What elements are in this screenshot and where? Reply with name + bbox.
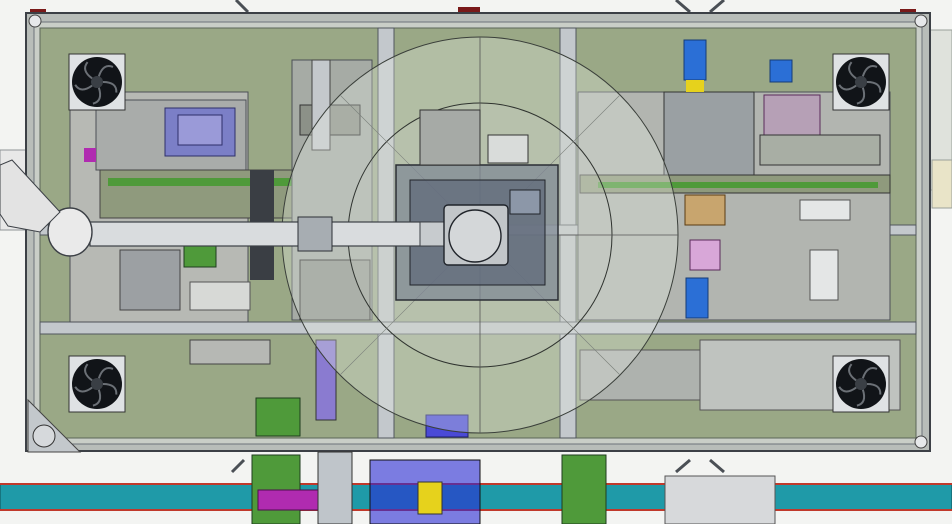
corner-bolt-icon bbox=[914, 435, 928, 449]
fan-icon bbox=[832, 53, 890, 111]
fan-icon bbox=[68, 53, 126, 111]
bottom-clamps bbox=[230, 458, 725, 474]
right-stations bbox=[577, 39, 891, 321]
fan-icon bbox=[832, 355, 890, 413]
corner-bolt-icon bbox=[28, 14, 42, 28]
robot-arm bbox=[0, 159, 509, 266]
robot-arm-icon bbox=[0, 159, 93, 257]
corner-bolt-icon bbox=[32, 424, 56, 448]
corner-bolts bbox=[27, 14, 928, 453]
corner-bolt-icon bbox=[914, 14, 928, 28]
bottom-conveyor bbox=[0, 451, 952, 524]
right-feeder bbox=[931, 159, 952, 209]
top-clamps bbox=[234, 0, 725, 14]
cooling-fans bbox=[68, 53, 890, 413]
fan-icon bbox=[68, 355, 126, 413]
